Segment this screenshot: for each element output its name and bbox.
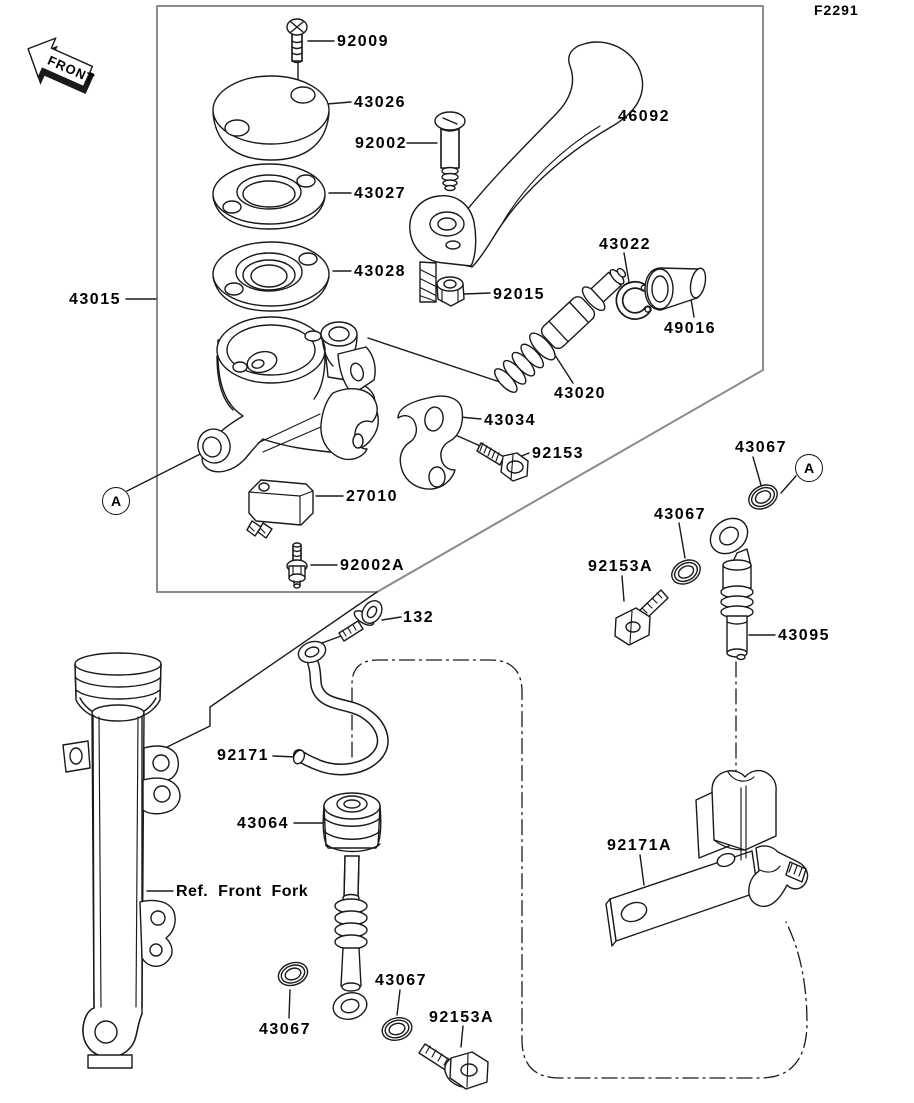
banjo-bolt-92153a-bottom-drawing bbox=[418, 1043, 489, 1090]
clamp-bolt-92153-drawing bbox=[476, 442, 529, 482]
reservoir-cap-43026-drawing bbox=[212, 75, 330, 161]
part-label-46092: 46092 bbox=[618, 108, 670, 125]
part-label-92171a: 92171A bbox=[607, 837, 673, 854]
part-label-43028: 43028 bbox=[354, 263, 406, 280]
grommet-43064-drawing bbox=[322, 792, 382, 853]
part-label-132: 132 bbox=[403, 609, 435, 626]
hose-routing-chain-line bbox=[351, 659, 808, 1079]
detail-marker-a-left: A bbox=[102, 487, 130, 515]
part-label-92009: 92009 bbox=[337, 33, 389, 50]
part-label-43015: 43015 bbox=[69, 291, 121, 308]
locknut-92015-drawing bbox=[436, 276, 465, 307]
hose-bracket-92171a-drawing bbox=[605, 769, 809, 947]
assembly-frame bbox=[156, 5, 764, 593]
part-label-92002: 92002 bbox=[355, 135, 407, 152]
washer-43067-top-right-drawing bbox=[748, 484, 778, 510]
part-label-43026: 43026 bbox=[354, 94, 406, 111]
part-label-92153a-middle: 92153A bbox=[588, 558, 654, 575]
pivot-bolt-92002-drawing bbox=[434, 111, 466, 192]
part-label-43067-bottom-middle: 43067 bbox=[375, 972, 427, 989]
hose-guide-92171-drawing bbox=[292, 640, 389, 776]
part-label-92015: 92015 bbox=[493, 286, 545, 303]
part-label-43064: 43064 bbox=[237, 815, 289, 832]
dust-boot-49016-drawing bbox=[644, 267, 707, 311]
part-label-43095: 43095 bbox=[778, 627, 830, 644]
figure-code: F2291 bbox=[814, 2, 859, 18]
screw-92009-drawing bbox=[286, 18, 308, 64]
handlebar-clamp-43034-drawing bbox=[397, 395, 464, 490]
diaphragm-plate-43027-drawing bbox=[212, 163, 326, 230]
part-label-49016: 49016 bbox=[664, 320, 716, 337]
diaphragm-43028-drawing bbox=[212, 241, 330, 312]
switch-screw-92002a-drawing bbox=[286, 542, 308, 589]
part-label-27010: 27010 bbox=[346, 488, 398, 505]
part-label-43020: 43020 bbox=[554, 385, 606, 402]
part-label-43027: 43027 bbox=[354, 185, 406, 202]
front-fork-reference-drawing bbox=[62, 652, 181, 1069]
washer-43067-middle-drawing bbox=[671, 559, 701, 585]
lower-hose-section-drawing bbox=[332, 855, 368, 1021]
part-label-43067-bottom-left: 43067 bbox=[259, 1021, 311, 1038]
reference-note-front-fork: Ref. Front Fork bbox=[176, 883, 309, 900]
detail-marker-a-right: A bbox=[795, 454, 823, 482]
part-label-92002a: 92002A bbox=[340, 557, 406, 574]
brake-switch-27010-drawing bbox=[246, 479, 314, 539]
brake-hose-43095-drawing bbox=[709, 517, 754, 661]
part-label-43034: 43034 bbox=[484, 412, 536, 429]
master-cylinder-body-43015-drawing bbox=[197, 316, 379, 473]
washer-43067-bottom-left-drawing bbox=[277, 961, 309, 987]
banjo-bolt-92153a-middle-drawing bbox=[614, 589, 669, 646]
part-label-43067-top-right: 43067 bbox=[735, 439, 787, 456]
front-direction-arrow-icon: FRONT bbox=[27, 37, 97, 95]
guide-screw-132-drawing bbox=[338, 600, 383, 642]
part-label-43022: 43022 bbox=[599, 236, 651, 253]
part-label-92153: 92153 bbox=[532, 445, 584, 462]
part-label-92171: 92171 bbox=[217, 747, 269, 764]
brake-lever-46092-drawing bbox=[409, 41, 644, 303]
washer-43067-bottom-middle-drawing bbox=[381, 1016, 413, 1042]
circlip-43022-drawing bbox=[615, 280, 652, 320]
piston-set-43020-drawing bbox=[494, 267, 627, 393]
part-label-43067-middle: 43067 bbox=[654, 506, 706, 523]
part-label-92153a-bottom: 92153A bbox=[429, 1009, 495, 1026]
